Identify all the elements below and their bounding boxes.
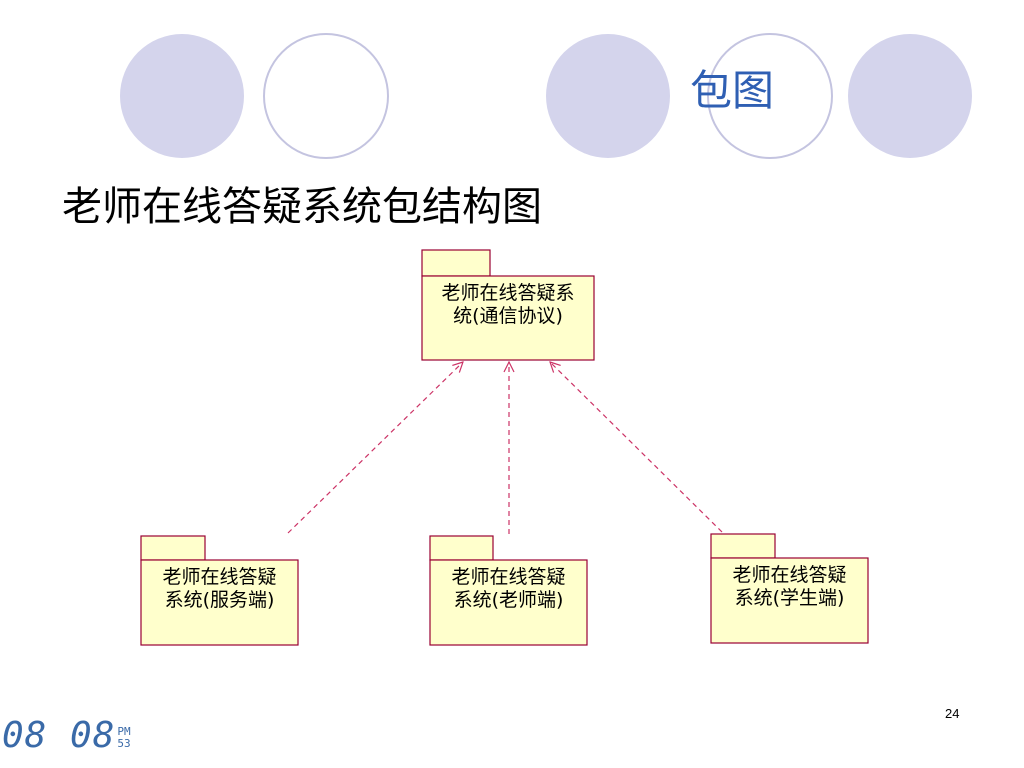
package-protocol <box>421 249 595 361</box>
dependency-arrow-server <box>287 362 463 534</box>
clock-side: PM 53 <box>117 726 130 750</box>
slide-title: 包图 <box>690 66 775 115</box>
clock-overlay: 08 08 PM 53 <box>2 718 131 754</box>
package-label-line1: 老师在线答疑 <box>732 564 847 586</box>
page-number: 24 <box>945 706 960 721</box>
circle-filled-3 <box>848 34 972 158</box>
clock-time: 08 08 <box>2 715 116 756</box>
package-label-line2: 系统(学生端) <box>734 587 845 609</box>
package-label-line2: 统(通信协议) <box>453 305 563 327</box>
circle-filled-2 <box>546 34 670 158</box>
package-label-line2: 系统(服务端) <box>164 589 275 611</box>
package-server <box>140 535 299 646</box>
package-label-line1: 老师在线答疑系 <box>441 282 575 304</box>
package-label-line1: 老师在线答疑 <box>451 566 566 588</box>
circle-filled-1 <box>120 34 244 158</box>
package-label-teacher: 老师在线答疑 系统(老师端) <box>430 566 587 612</box>
clock-seconds: 53 <box>117 737 131 750</box>
package-teacher <box>429 535 588 646</box>
diagram-subtitle: 老师在线答疑系统包结构图 <box>62 184 542 230</box>
package-label-student: 老师在线答疑 系统(学生端) <box>711 564 868 610</box>
package-label-line1: 老师在线答疑 <box>162 566 277 588</box>
clock-ampm: PM <box>117 725 131 738</box>
package-student <box>710 533 869 644</box>
decorative-circles <box>120 33 972 159</box>
circle-outline-1 <box>263 33 389 159</box>
circle-outline-2 <box>707 33 833 159</box>
package-label-line2: 系统(老师端) <box>453 589 564 611</box>
package-label-protocol: 老师在线答疑系 统(通信协议) <box>422 282 594 328</box>
package-label-server: 老师在线答疑 系统(服务端) <box>141 566 298 612</box>
dependency-arrow-student <box>550 362 723 533</box>
